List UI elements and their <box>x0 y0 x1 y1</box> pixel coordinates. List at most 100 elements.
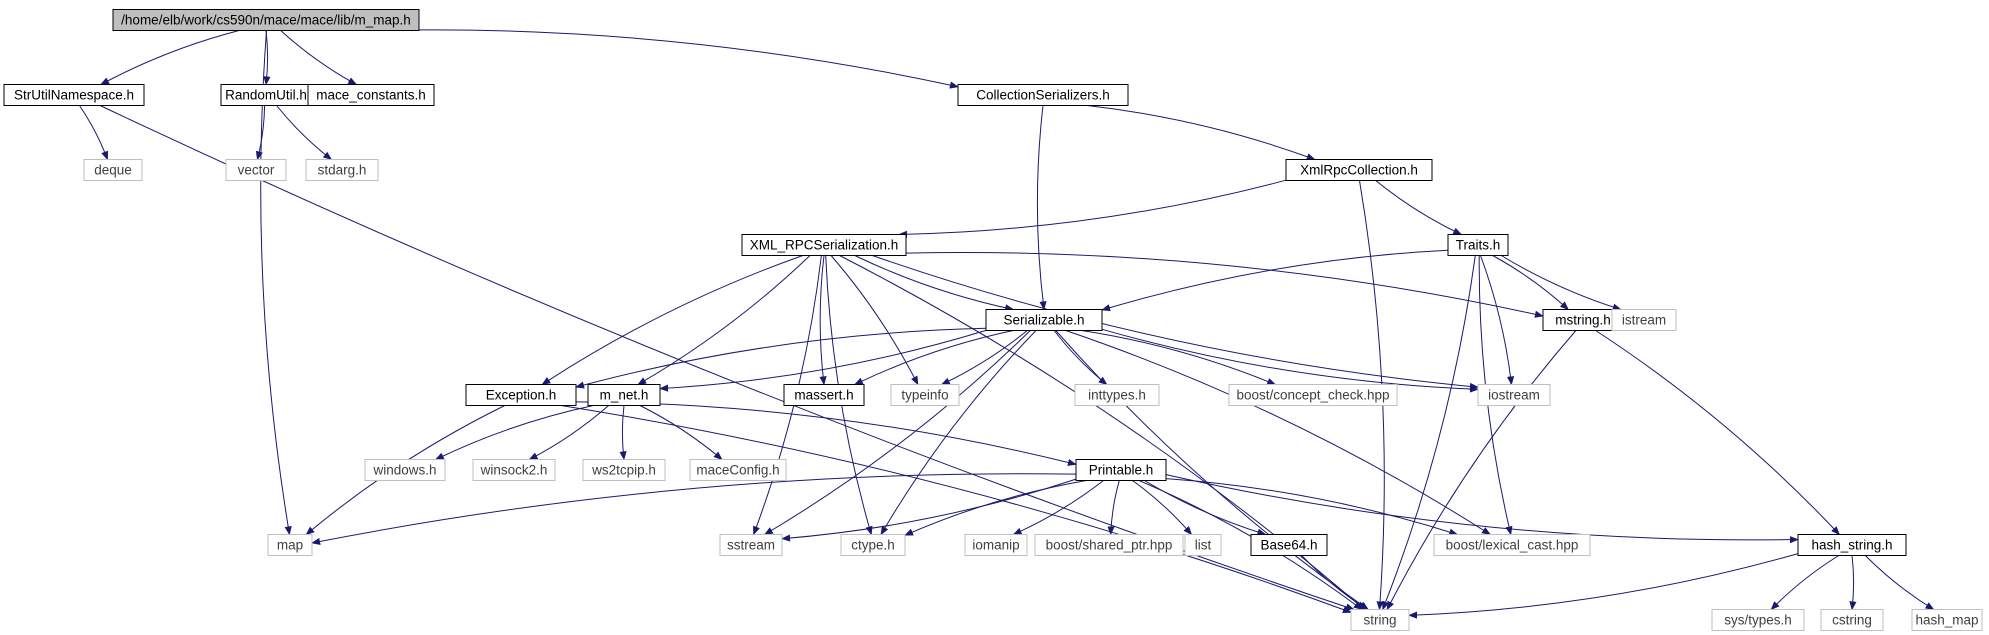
node-hashstring[interactable]: hash_string.h <box>1797 534 1907 556</box>
node-istream: istream <box>1611 309 1677 331</box>
node-label: vector <box>238 163 275 178</box>
node-deque: deque <box>83 159 143 181</box>
node-label: m_net.h <box>600 388 649 403</box>
edge-exception-to-string <box>561 405 1352 613</box>
node-label: RandomUtil.h <box>225 88 307 103</box>
edge-serializable-to-string <box>1055 330 1369 611</box>
node-box <box>1711 609 1805 631</box>
node-iomanip: iomanip <box>964 534 1028 556</box>
edge-serializable-to-massert <box>853 330 1014 385</box>
edge-printable-to-list <box>1132 480 1193 536</box>
node-box <box>1075 459 1167 481</box>
node-label: XML_RPCSerialization.h <box>750 238 899 253</box>
edge-strutil-to-string <box>99 105 1355 611</box>
edge-printable-to-lexicalcast <box>1165 478 1459 536</box>
edge-hashstring-to-systypes <box>1770 555 1840 611</box>
edge-serializable-to-sstream <box>763 330 1031 535</box>
node-box <box>465 384 577 406</box>
node-box <box>83 159 143 181</box>
node-serializable[interactable]: Serializable.h <box>985 309 1103 331</box>
edge-printable-to-base64 <box>1144 480 1267 536</box>
node-box <box>783 384 865 406</box>
edge-xmlrpcser-to-massert <box>819 255 827 386</box>
node-box <box>1820 609 1884 631</box>
node-cstring: cstring <box>1820 609 1884 631</box>
node-hashmap: hash_map <box>1911 609 1983 631</box>
node-base64[interactable]: Base64.h <box>1250 534 1328 556</box>
node-list: list <box>1184 534 1222 556</box>
node-vector: vector <box>225 159 287 181</box>
node-randomutil[interactable]: RandomUtil.h <box>220 84 312 106</box>
edge-hashstring-to-hashmap <box>1864 555 1935 610</box>
node-label: winsock2.h <box>480 463 548 478</box>
node-label: CollectionSerializers.h <box>976 88 1110 103</box>
node-box <box>112 9 420 31</box>
edge-printable-to-map <box>311 473 1077 545</box>
node-label: list <box>1195 538 1212 553</box>
node-label: string <box>1363 613 1396 628</box>
node-printable[interactable]: Printable.h <box>1075 459 1167 481</box>
edge-xmlrpcser-to-m_net <box>637 255 811 385</box>
node-label: windows.h <box>372 463 436 478</box>
node-box <box>689 459 787 481</box>
edge-xmlrpccoll-to-xmlrpcser <box>898 179 1287 238</box>
node-mace_constants[interactable]: mace_constants.h <box>307 84 435 106</box>
node-label: istream <box>1622 313 1666 328</box>
node-box <box>1433 534 1591 556</box>
node-label: ws2tcpip.h <box>591 463 656 478</box>
node-exception[interactable]: Exception.h <box>465 384 577 406</box>
edge-xmlrpcser-to-iostream <box>872 255 1479 391</box>
edge-hashstring-to-cstring <box>1849 555 1857 611</box>
node-m_map[interactable]: /home/elb/work/cs590n/mace/mace/lib/m_ma… <box>112 9 420 31</box>
node-box <box>719 534 783 556</box>
node-box <box>741 234 907 256</box>
node-label: typeinfo <box>901 388 948 403</box>
edge-collser-to-serializable <box>1036 105 1047 311</box>
node-label: hash_string.h <box>1811 538 1892 553</box>
node-box <box>1074 384 1160 406</box>
edge-serializable-to-typeinfo <box>940 330 1028 385</box>
edge-serializable-to-exception <box>575 327 987 389</box>
edge-xmlrpcser-to-typeinfo <box>830 255 919 386</box>
node-label: Exception.h <box>486 388 557 403</box>
node-collser[interactable]: CollectionSerializers.h <box>957 84 1129 106</box>
edge-printable-to-iomanip <box>1012 480 1104 535</box>
edge-serializable-to-iostream <box>1101 328 1479 393</box>
node-typeinfo: typeinfo <box>890 384 960 406</box>
edge-serializable-to-lexicalcast <box>1065 330 1491 535</box>
node-xmlrpcser[interactable]: XML_RPCSerialization.h <box>741 234 907 256</box>
node-label: boost/concept_check.hpp <box>1236 388 1389 403</box>
node-label: iomanip <box>972 538 1019 553</box>
node-box <box>307 84 435 106</box>
node-mstring[interactable]: mstring.h <box>1542 309 1624 331</box>
node-box <box>890 384 960 406</box>
node-box <box>1250 534 1328 556</box>
node-box <box>1285 159 1433 181</box>
node-massert[interactable]: massert.h <box>783 384 865 406</box>
node-box <box>1477 384 1551 406</box>
node-box <box>587 384 661 406</box>
node-label: inttypes.h <box>1088 388 1146 403</box>
node-winsock2: winsock2.h <box>472 459 556 481</box>
node-maceconfig: maceConfig.h <box>689 459 787 481</box>
node-box <box>3 84 145 106</box>
node-strutil[interactable]: StrUtilNamespace.h <box>3 84 145 106</box>
edge-m_net-to-windows <box>434 405 594 460</box>
node-iostream: iostream <box>1477 384 1551 406</box>
node-traits[interactable]: Traits.h <box>1447 234 1509 256</box>
node-xmlrpccoll[interactable]: XmlRpcCollection.h <box>1285 159 1433 181</box>
edge-mstring-to-string <box>1386 330 1577 611</box>
node-windows: windows.h <box>364 459 446 481</box>
node-label: boost/lexical_cast.hpp <box>1446 538 1579 553</box>
node-box <box>364 459 446 481</box>
node-label: hash_map <box>1915 613 1978 628</box>
node-box <box>1184 534 1222 556</box>
node-box <box>1447 234 1509 256</box>
node-box <box>1350 609 1410 631</box>
node-m_net[interactable]: m_net.h <box>587 384 661 406</box>
node-box <box>1911 609 1983 631</box>
edge-m_map-to-strutil <box>100 30 240 85</box>
node-inttypes: inttypes.h <box>1074 384 1160 406</box>
edge-serializable-to-ctype <box>880 330 1037 536</box>
node-box <box>1228 384 1398 406</box>
